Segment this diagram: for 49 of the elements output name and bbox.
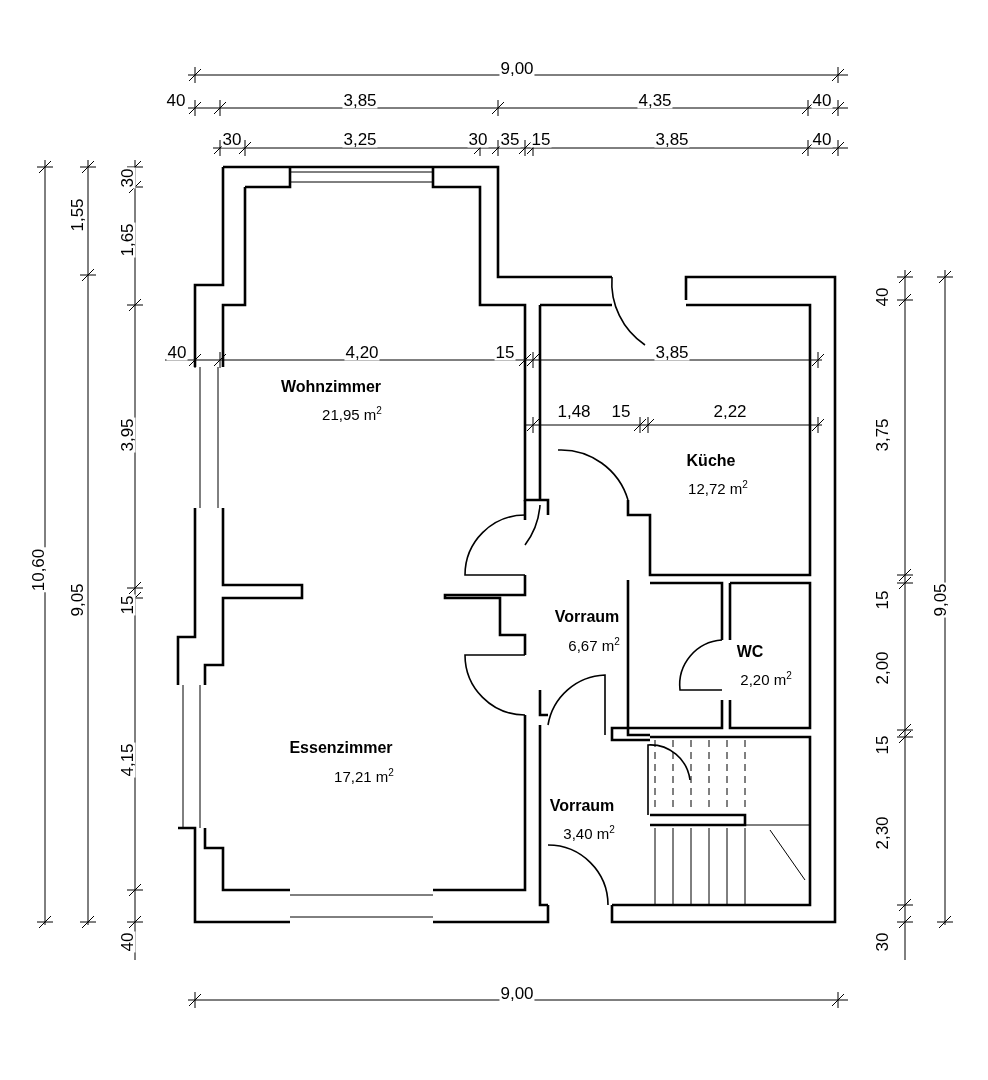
- dimension-label: 4,35: [637, 91, 673, 109]
- dimension-label: 40: [811, 130, 833, 148]
- dimension-label: 35: [499, 130, 521, 148]
- dimension-label: 15: [873, 589, 891, 611]
- dimension-label: 9,00: [499, 984, 535, 1002]
- dimension-label: 3,95: [118, 417, 136, 453]
- dimension-label: 40: [166, 343, 188, 361]
- room-area: 3,40 m$^{2}$: [562, 825, 616, 841]
- dimension-label: 3,85: [342, 91, 378, 109]
- room-name: WC: [735, 644, 765, 660]
- dimension-label: 9,05: [931, 582, 949, 618]
- dimension-label: 15: [530, 130, 552, 148]
- dimension-label: 3,75: [873, 417, 891, 453]
- dimension-label: 40: [873, 286, 891, 308]
- dimension-label: 30: [118, 167, 136, 189]
- room-name: Vorraum: [548, 798, 616, 814]
- dimension-label: 15: [873, 734, 891, 756]
- room-name: Küche: [685, 453, 737, 469]
- dimension-label: 30: [221, 130, 243, 148]
- dimension-label: 2,00: [873, 650, 891, 686]
- dimension-label: 1,48: [556, 402, 592, 420]
- dimension-label: 15: [118, 594, 136, 616]
- room-name: Vorraum: [553, 609, 621, 625]
- room-area: 17,21 m$^{2}$: [333, 768, 395, 784]
- dimension-label: 40: [118, 931, 136, 953]
- dimension-label: 10,60: [29, 547, 47, 593]
- dimension-label: 40: [165, 91, 187, 109]
- room-name: Wohnzimmer: [279, 379, 383, 395]
- dimension-label: 15: [494, 343, 516, 361]
- room-area: 2,20 m$^{2}$: [739, 671, 793, 687]
- dimension-label: 2,22: [712, 402, 748, 420]
- dimension-label: 3,25: [342, 130, 378, 148]
- room-name: Essenzimmer: [288, 740, 394, 756]
- dimension-label: 9,00: [499, 59, 535, 77]
- dimension-label: 3,85: [654, 130, 690, 148]
- dimension-label: 1,65: [118, 222, 136, 258]
- dimension-label: 15: [610, 402, 632, 420]
- dimension-label: 2,30: [873, 815, 891, 851]
- dimension-label: 1,55: [68, 197, 86, 233]
- room-area: 12,72 m$^{2}$: [687, 480, 749, 496]
- dimension-label: 30: [467, 130, 489, 148]
- room-area: 21,95 m$^{2}$: [321, 406, 383, 422]
- dimension-label: 30: [873, 931, 891, 953]
- room-area: 6,67 m$^{2}$: [567, 637, 621, 653]
- dimension-label: 40: [811, 91, 833, 109]
- dimension-label: 4,15: [118, 742, 136, 778]
- dimension-label: 9,05: [68, 582, 86, 618]
- dimension-label: 3,85: [654, 343, 690, 361]
- dimension-label: 4,20: [344, 343, 380, 361]
